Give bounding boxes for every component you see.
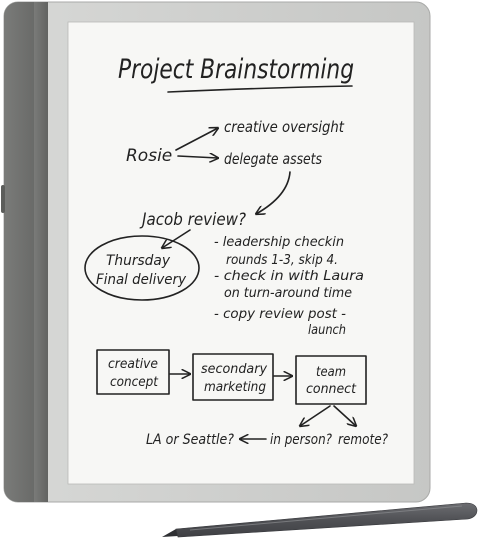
arrow-to-jacob-review bbox=[256, 171, 291, 214]
note-title: Project Brainstorming bbox=[118, 54, 354, 85]
box-2-line-1: secondary bbox=[201, 362, 267, 377]
box-1-line-2: concept bbox=[110, 375, 159, 390]
bullet-2-line-1: - check in with Laura bbox=[214, 268, 364, 284]
rosie-label: Rosie bbox=[126, 146, 172, 166]
stylus-pen bbox=[162, 502, 478, 538]
e-ink-screen bbox=[67, 21, 415, 485]
arrow-to-remote bbox=[333, 405, 356, 426]
side-button bbox=[1, 185, 5, 213]
flow-box-team-connect bbox=[295, 355, 367, 405]
box-3-line-1: team bbox=[316, 365, 346, 380]
box-1-line-1: creative bbox=[108, 357, 158, 372]
stylus-tip bbox=[162, 529, 178, 537]
delegate-assets-label: delegate assets bbox=[224, 150, 322, 168]
bullet-2-line-2: on turn-around time bbox=[224, 285, 352, 301]
arrow-to-delegate-assets bbox=[177, 156, 218, 158]
arrow-to-creative-oversight bbox=[175, 128, 218, 151]
bullet-1-line-1: - leadership checkin bbox=[214, 234, 344, 250]
arrow-to-in-person bbox=[300, 405, 331, 426]
jacob-review-label: Jacob review? bbox=[139, 210, 246, 230]
flow-box-secondary-marketing bbox=[192, 353, 274, 401]
oval-line-2: Final delivery bbox=[96, 272, 187, 288]
flow-box-creative-concept bbox=[96, 349, 170, 395]
arrow-to-thursday-oval bbox=[162, 229, 191, 248]
bullet-3-line-1: - copy review post - bbox=[214, 306, 346, 322]
e-reader-device bbox=[1, 1, 431, 503]
bullet-1-line-2: rounds 1-3, skip 4. bbox=[226, 252, 338, 268]
stylus-body bbox=[175, 502, 478, 538]
title-underline bbox=[167, 85, 353, 93]
handwritten-note: Project Brainstorming Rosie creative ove… bbox=[84, 54, 388, 448]
creative-oversight-label: creative oversight bbox=[224, 118, 345, 136]
box-3-line-2: connect bbox=[306, 382, 357, 397]
stylus-highlight bbox=[189, 505, 463, 531]
oval-line-1: Thursday bbox=[106, 253, 171, 269]
bullet-3-line-2: launch bbox=[308, 322, 346, 338]
thursday-oval bbox=[84, 235, 200, 301]
box-2-line-2: marketing bbox=[204, 380, 266, 395]
la-or-seattle-label: LA or Seattle? bbox=[146, 432, 235, 448]
in-person-label: in person? bbox=[270, 432, 332, 448]
remote-label: remote? bbox=[338, 432, 388, 448]
